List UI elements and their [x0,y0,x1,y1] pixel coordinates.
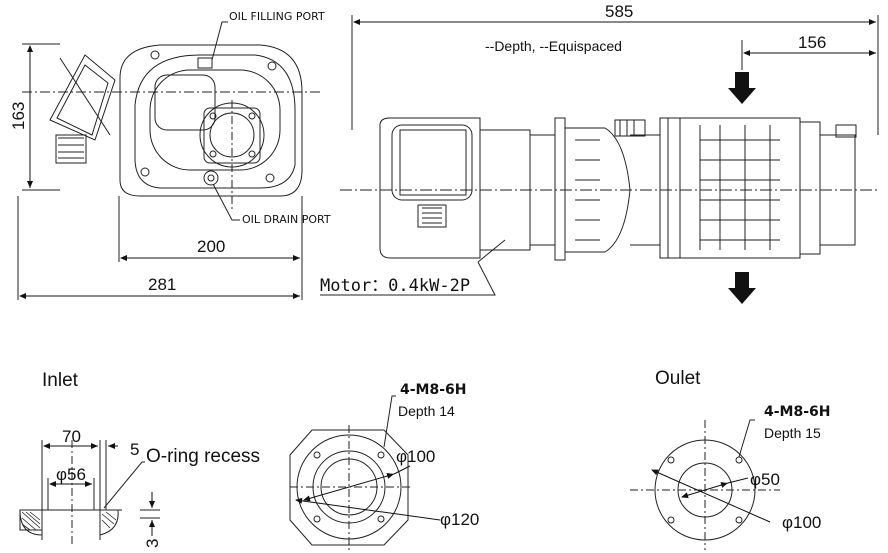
oil-drain-port-label: OIL DRAIN PORT [242,213,331,226]
outlet-depth: Depth 15 [764,425,821,441]
dim-163: 163 [9,102,28,130]
inlet-title: Inlet [42,370,79,391]
inflow-arrow-icon [728,72,756,104]
outlet-dia-50: φ50 [750,470,780,489]
outlet-dimensions [651,469,771,523]
dim-156: 156 [798,33,826,52]
outlet-thread: 4-M8-6H [764,404,831,420]
inlet-dim-70: 70 [62,427,81,446]
inlet-dia-120: φ120 [440,510,479,529]
side-view [17,21,320,300]
motor-label: Motor：0.4kW-2P [320,276,470,296]
flow-arrows [728,72,756,304]
side-view-dimensions [19,45,300,299]
dim-281: 281 [148,275,176,294]
oring-recess-label: O-ring recess [146,446,260,467]
front-view [320,15,880,296]
inlet-dia-100: φ100 [396,447,435,466]
inlet-flange-dimensions [295,465,441,521]
inlet-dim-3: 3 [143,539,162,548]
inlet-thread: 4-M8-6H [400,382,467,398]
depth-note: --Depth, --Equispaced [485,38,622,54]
inlet-flange [289,395,410,550]
dim-200: 200 [197,237,225,256]
outlet-title: Oulet [655,368,701,389]
inlet-dimensions [43,443,155,536]
inlet-depth: Depth 14 [398,403,455,419]
inlet-section [19,440,160,545]
outlet-dia-100: φ100 [782,513,821,532]
dim-585: 585 [605,2,633,21]
inlet-dim-5: 5 [130,440,139,459]
inlet-dim-56: φ56 [56,465,86,484]
oil-filling-port-label: OIL FILLING PORT [229,10,325,23]
front-view-dimensions [353,19,876,56]
outflow-arrow-icon [728,272,756,304]
